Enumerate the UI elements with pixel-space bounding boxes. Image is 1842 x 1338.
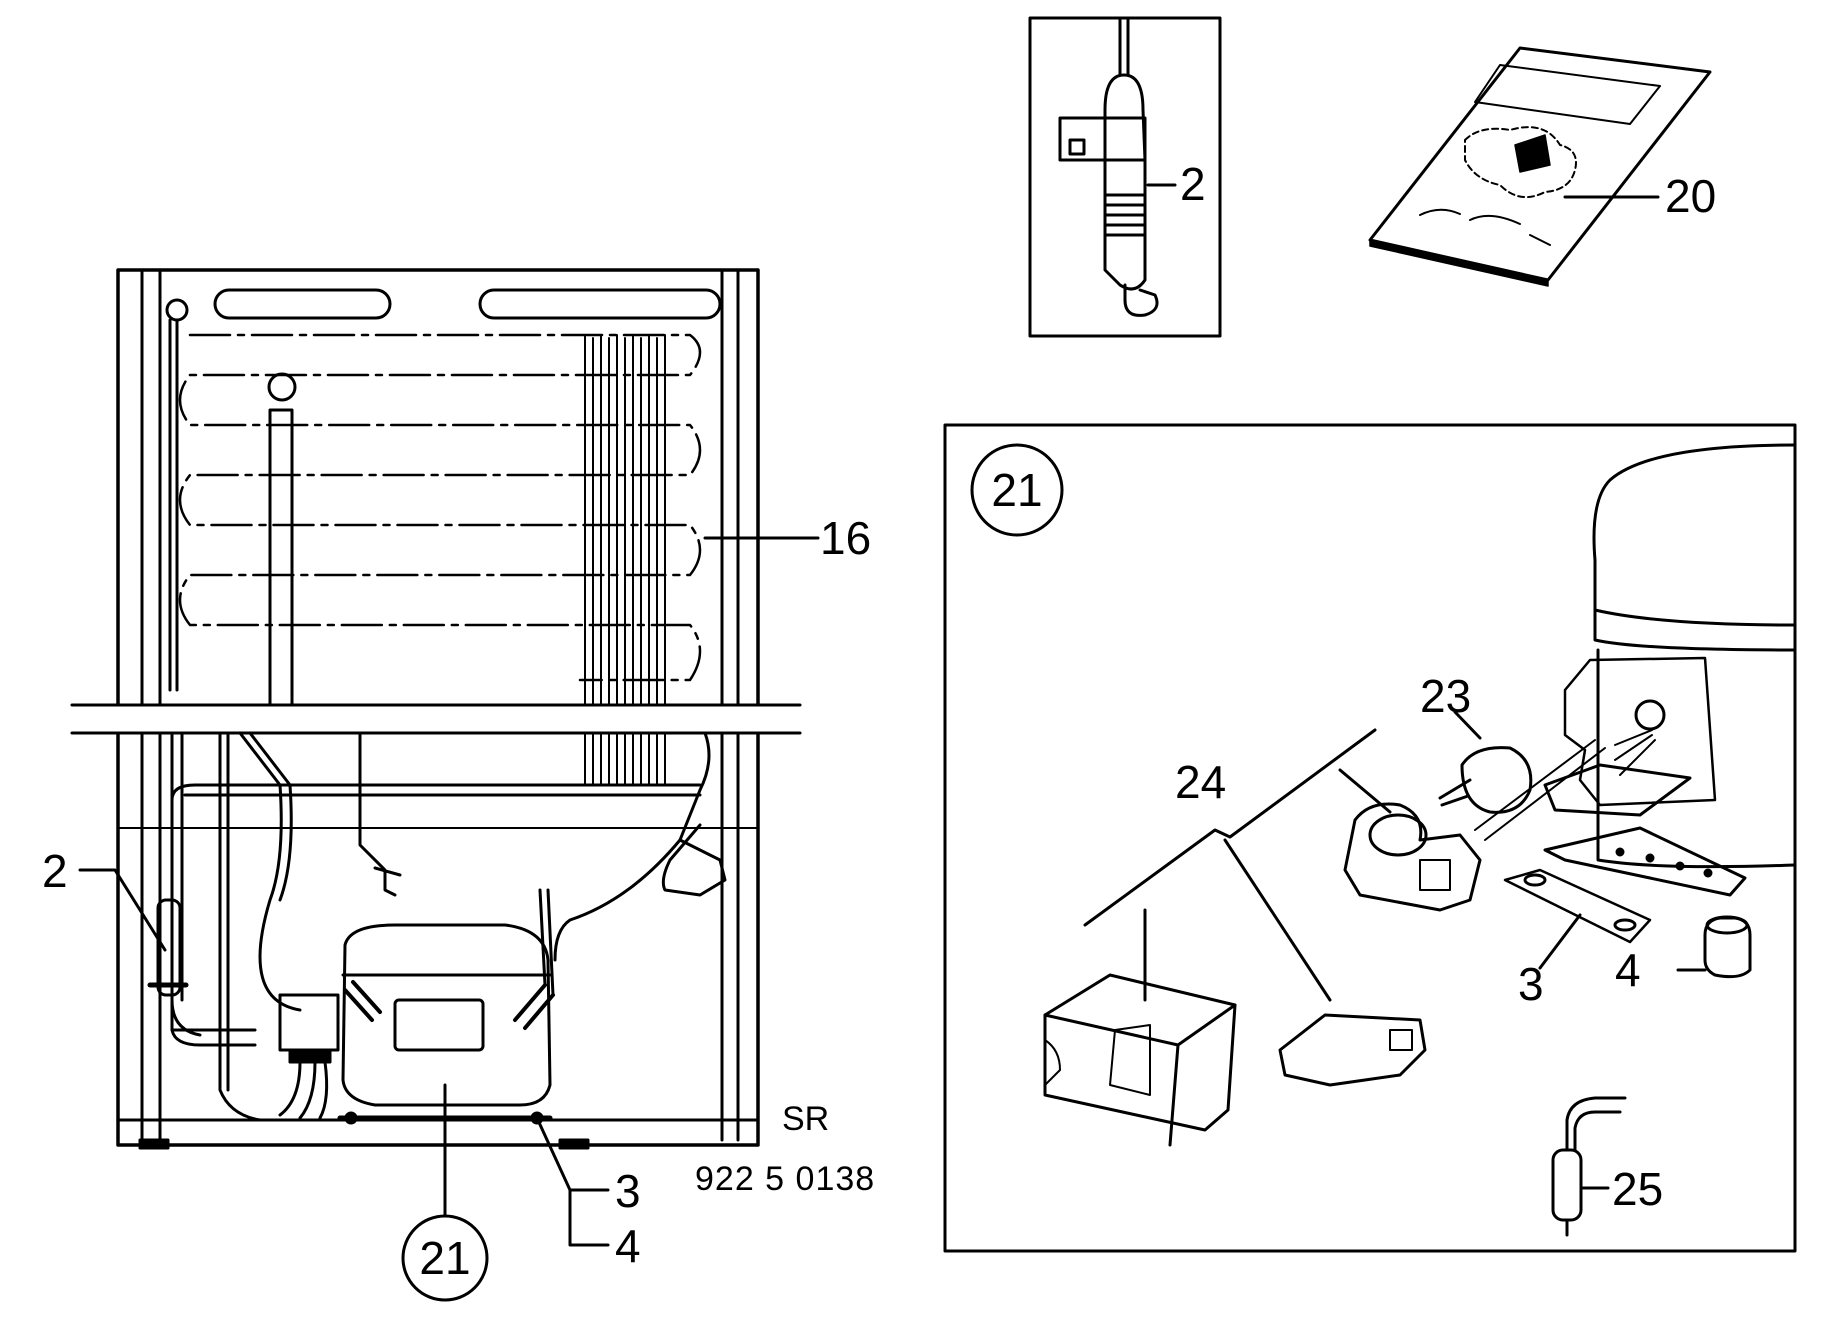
callout-23: 23 (1420, 670, 1471, 722)
callout-21-box: 21 (991, 464, 1042, 516)
left-callouts (78, 536, 820, 1302)
callout-2-left: 2 (42, 845, 68, 897)
callout-4-left: 4 (615, 1220, 641, 1272)
callout-4-box: 4 (1615, 944, 1641, 996)
callout-21-left: 21 (419, 1232, 470, 1284)
fridge-back-view (70, 268, 802, 1150)
compressor-detail-box (943, 423, 1797, 1253)
model-code: 922 5 0138 (695, 1160, 875, 1198)
callout-20: 20 (1665, 170, 1716, 222)
callout-25: 25 (1612, 1163, 1663, 1215)
manual-booklet (1368, 46, 1712, 287)
model-sr: SR (782, 1100, 829, 1138)
callout-3-left: 3 (615, 1165, 641, 1217)
callout-24: 24 (1175, 756, 1226, 808)
callout-16: 16 (820, 512, 871, 564)
callout-2-inset: 2 (1180, 158, 1206, 210)
callout-3-box: 3 (1518, 958, 1544, 1010)
drier-inset (1028, 16, 1222, 338)
